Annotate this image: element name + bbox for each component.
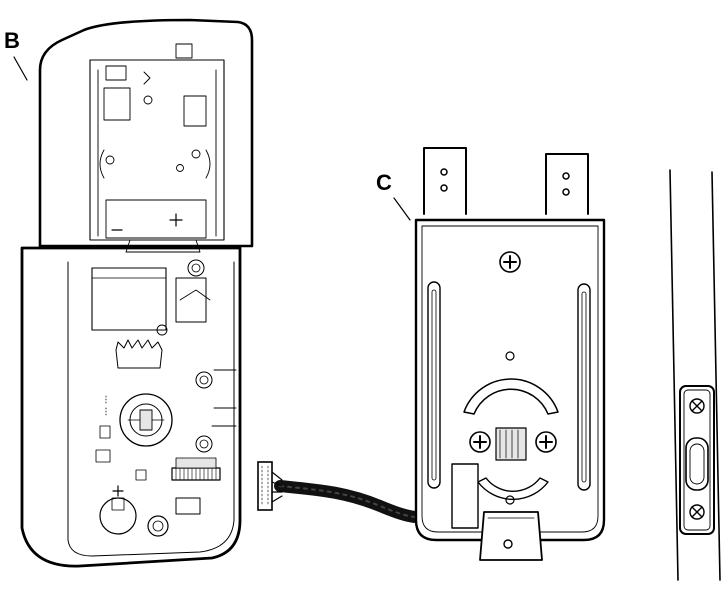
- callout-b: B: [4, 30, 20, 52]
- bottom-block: [480, 512, 542, 560]
- interior-assembly: [14, 20, 252, 566]
- mounting-plate: [394, 148, 604, 560]
- mounting-tab-right: [546, 154, 588, 214]
- door-edge-latch: [670, 170, 720, 580]
- spindle-hub: [496, 428, 526, 460]
- battery-cover: [40, 20, 252, 246]
- leader-line-c: [394, 198, 410, 220]
- door-edge-line-left: [670, 170, 678, 580]
- callout-c: C: [376, 172, 392, 194]
- leader-line-b: [14, 57, 27, 80]
- cable-plug: [258, 462, 272, 510]
- mounting-tab-left: [424, 148, 466, 214]
- housing-outline: [22, 248, 240, 566]
